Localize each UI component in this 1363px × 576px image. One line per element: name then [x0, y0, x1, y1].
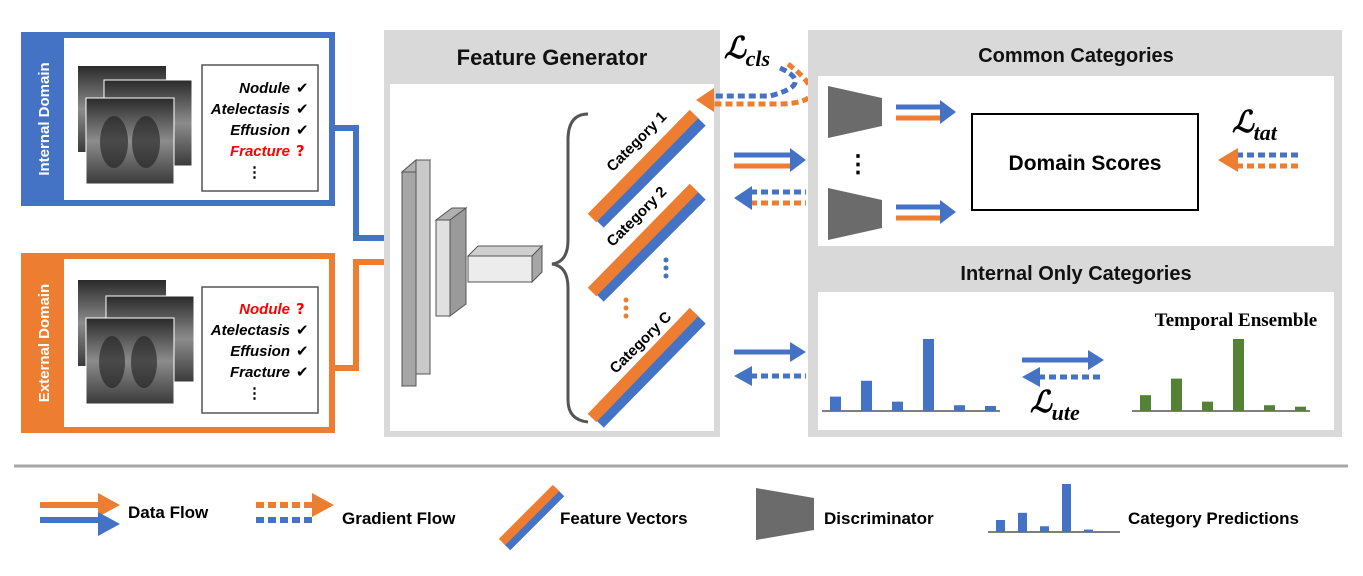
legend-category-predictions: Category Predictions — [1128, 509, 1299, 528]
common-categories-title: Common Categories — [978, 45, 1174, 67]
feature-brace — [551, 112, 589, 424]
feature-vector-2 — [587, 183, 706, 302]
chart-bar — [1171, 378, 1182, 411]
label-item: Atelectasis — [210, 322, 290, 339]
legend-gradient-flow: Gradient Flow — [342, 509, 456, 528]
generator-to-common-arrows — [734, 148, 806, 210]
tat-loss-gradient — [1218, 148, 1298, 172]
common-categories-panel: Common Categories ⋮ Domain Scores ℒtat — [808, 30, 1342, 254]
ute-loss-label: ℒute — [1030, 386, 1080, 425]
feature-generator-panel: Feature Generator Category 1 — [384, 30, 720, 437]
chart-bar — [1040, 526, 1049, 532]
label-item: Effusion — [230, 343, 290, 360]
chart-bar — [1264, 405, 1275, 411]
discriminator-1-arrow — [896, 100, 956, 124]
label-mark: ? — [296, 300, 305, 318]
legend-feature-vectors: Feature Vectors — [560, 509, 688, 528]
chart-bar — [1202, 401, 1213, 411]
legend-data-flow-icon — [40, 493, 120, 536]
label-item: ⋮ — [247, 385, 262, 402]
legend-data-flow: Data Flow — [128, 503, 209, 522]
tat-loss-label: ℒtat — [1232, 106, 1278, 145]
label-item: Nodule — [239, 301, 290, 318]
chart-bar — [985, 405, 996, 411]
internal-domain-panel: Internal Domain Nodule ✔ Atelectasis ✔ Effus… — [21, 32, 335, 206]
domain-scores-label: Domain Scores — [1009, 152, 1162, 175]
external-label-list: Nodule? Atelectasis ✔ Effusion ✔ Fracture ✔ ⋮ — [210, 300, 309, 402]
temporal-ensemble-label: Temporal Ensemble — [1155, 310, 1317, 331]
ute-loss-arrows — [1022, 350, 1104, 387]
internal-label-box — [201, 64, 319, 192]
internal-xray-stack — [78, 66, 193, 185]
internal-label-list: Nodule ✔ Atelectasis ✔ Effusion ✔ Fracture? ⋮ — [210, 79, 309, 181]
chart-bar — [1295, 406, 1306, 411]
label-item: Fracture — [230, 143, 290, 160]
category-ellipsis — [623, 257, 669, 319]
label-item: Fracture — [230, 364, 290, 381]
chart-bar — [923, 339, 934, 411]
cnn-backbone — [400, 158, 544, 388]
legend-feature-vector-icon — [498, 484, 565, 551]
chart-bar — [830, 396, 841, 411]
chart-bar — [1018, 512, 1027, 532]
external-label-box — [201, 286, 319, 414]
domain-scores-box — [971, 113, 1199, 211]
chart-bar — [1062, 484, 1071, 532]
chart-bar — [954, 405, 965, 411]
label-mark: ✔ — [296, 121, 309, 139]
label-item: Nodule — [239, 80, 290, 97]
category-predictions-chart — [822, 339, 1000, 412]
label-mark: ? — [296, 142, 305, 160]
discriminator-2-arrow — [896, 200, 956, 224]
label-mark: ✔ — [296, 342, 309, 360]
legend: Data Flow Gradient Flow Feature Vectors … — [40, 484, 1299, 551]
legend-discriminator: Discriminator — [824, 509, 934, 528]
external-xray-stack — [78, 280, 195, 405]
chart-bar — [1233, 339, 1244, 411]
label-item: Atelectasis — [210, 101, 290, 118]
label-mark: ✔ — [296, 321, 309, 339]
chart-bar — [996, 520, 1005, 532]
feature-vector-1 — [587, 109, 706, 228]
chart-bar — [1084, 529, 1093, 532]
internal-domain-label: Internal Domain — [36, 62, 53, 175]
discriminator-ellipsis: ⋮ — [846, 151, 870, 178]
legend-gradient-flow-icon — [256, 493, 334, 523]
cls-loss-label: ℒcls — [724, 32, 770, 71]
legend-discriminator-icon — [756, 488, 814, 540]
chart-bar — [861, 380, 872, 411]
chart-bar — [892, 401, 903, 411]
external-domain-panel: External Domain Nodule? Atelectasis ✔ Effus… — [21, 253, 335, 433]
chart-bar — [1140, 395, 1151, 411]
label-item: Effusion — [230, 122, 290, 139]
feature-vector-c — [587, 307, 706, 428]
internal-only-panel: Internal Only Categories Temporal Ensemb… — [808, 254, 1342, 437]
external-domain-label: External Domain — [36, 284, 53, 402]
discriminator-1 — [828, 86, 882, 138]
label-mark: ✔ — [296, 79, 309, 97]
generator-to-internal-only-arrows — [734, 342, 806, 386]
discriminator-2 — [828, 188, 882, 240]
feature-generator-title: Feature Generator — [457, 45, 648, 70]
legend-category-predictions-icon — [988, 484, 1120, 533]
label-item: ⋮ — [247, 164, 262, 181]
label-mark: ✔ — [296, 100, 309, 118]
internal-only-title: Internal Only Categories — [960, 263, 1191, 285]
label-mark: ✔ — [296, 363, 309, 381]
cls-loss-gradient: ℒcls — [696, 32, 814, 112]
temporal-ensemble-chart — [1132, 339, 1310, 412]
